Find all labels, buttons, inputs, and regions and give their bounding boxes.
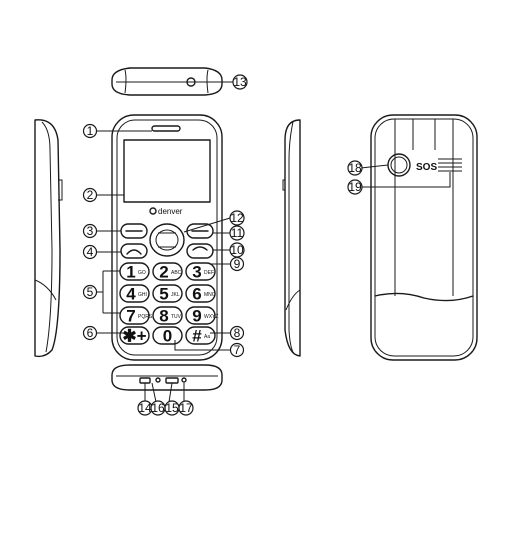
key-letters: JKL — [171, 292, 180, 298]
callout-number: 7 — [234, 343, 241, 357]
callout-18: 18 — [348, 161, 362, 175]
key-letters: MNO — [204, 292, 216, 298]
callout-5: 5 — [84, 285, 97, 299]
key-digit: 4 — [126, 285, 136, 304]
callout-number: 16 — [151, 401, 165, 415]
keypad-key-12[interactable]: #Aa — [186, 327, 215, 346]
earpiece — [152, 126, 180, 131]
navigation-key[interactable] — [150, 224, 184, 256]
key-letters: GO — [138, 270, 146, 276]
key-digit: # — [192, 327, 202, 346]
callout-12: 12 — [230, 211, 244, 225]
leader-lines — [97, 131, 450, 402]
end-call-key[interactable] — [187, 244, 213, 258]
keypad-key-10[interactable]: ✱+ — [120, 327, 149, 346]
key-digit: 1 — [126, 263, 135, 282]
callout-number: 12 — [230, 211, 244, 225]
callout-8: 8 — [231, 326, 244, 340]
callout-14: 14 — [138, 401, 152, 415]
callout-16: 16 — [151, 401, 165, 415]
key-digit: 7 — [126, 307, 135, 326]
callout-number: 17 — [179, 401, 193, 415]
callout-number: 14 — [138, 401, 152, 415]
callout-4: 4 — [84, 245, 97, 259]
callout-number: 2 — [87, 188, 94, 202]
key-letters: DEF — [204, 270, 214, 276]
display-screen — [124, 140, 210, 202]
key-letters: GHI — [138, 292, 147, 298]
callout-6: 6 — [84, 326, 97, 340]
call-icon — [127, 250, 141, 254]
callout-number: 19 — [348, 180, 362, 194]
end-call-icon — [193, 247, 207, 250]
usb-port — [166, 378, 178, 383]
callout-number: 3 — [87, 224, 94, 238]
callout-13: 13 — [233, 75, 247, 89]
speaker-grille — [438, 159, 462, 171]
keypad-key-11[interactable]: 0 — [153, 327, 182, 346]
callout-number: 5 — [87, 285, 94, 299]
key-digit: 2 — [159, 263, 168, 282]
key-letters: Aa — [204, 334, 210, 340]
callout-19: 19 — [348, 180, 362, 194]
left-side-view — [35, 120, 62, 357]
callout-number: 15 — [165, 401, 179, 415]
key-letters: ABC — [171, 270, 182, 276]
callout-number: 8 — [234, 326, 241, 340]
callout-15: 15 — [165, 401, 179, 415]
right-side-view — [283, 120, 300, 356]
callout-10: 10 — [230, 243, 244, 257]
key-digit: 0 — [163, 327, 172, 346]
sos-label: SOS — [416, 162, 437, 173]
brand-logo-icon — [150, 208, 156, 214]
key-letters: PQRS — [138, 314, 153, 320]
callout-number: 13 — [233, 75, 247, 89]
callout-number: 10 — [230, 243, 244, 257]
call-key[interactable] — [121, 244, 147, 258]
callout-7: 7 — [231, 343, 244, 357]
microphone — [182, 378, 186, 382]
lanyard-hole — [156, 378, 160, 382]
callout-number: 4 — [87, 245, 94, 259]
back-view: SOS — [371, 115, 477, 360]
callout-17: 17 — [179, 401, 193, 415]
key-digit: 9 — [192, 307, 201, 326]
callout-number: 11 — [231, 226, 244, 240]
key-digit: ✱+ — [122, 327, 146, 346]
callout-9: 9 — [231, 257, 244, 271]
key-digit: 3 — [192, 263, 201, 282]
brand-name: denver — [158, 207, 183, 216]
charging-port — [140, 378, 150, 383]
callout-number: 9 — [234, 257, 241, 271]
key-digit: 5 — [159, 285, 168, 304]
key-digit: 6 — [192, 285, 201, 304]
top-edge-view — [112, 68, 233, 95]
key-digit: 8 — [159, 307, 168, 326]
callout-number: 18 — [348, 161, 362, 175]
callout-number: 6 — [87, 326, 94, 340]
bottom-edge-view — [112, 365, 222, 390]
callout-2: 2 — [84, 188, 97, 202]
callout-1: 1 — [84, 124, 97, 138]
callout-11: 11 — [230, 226, 244, 240]
key-letters: WXYZ — [204, 314, 218, 320]
callout-number: 1 — [87, 124, 94, 138]
callout-3: 3 — [84, 224, 97, 238]
key-letters: TUV — [171, 314, 182, 320]
